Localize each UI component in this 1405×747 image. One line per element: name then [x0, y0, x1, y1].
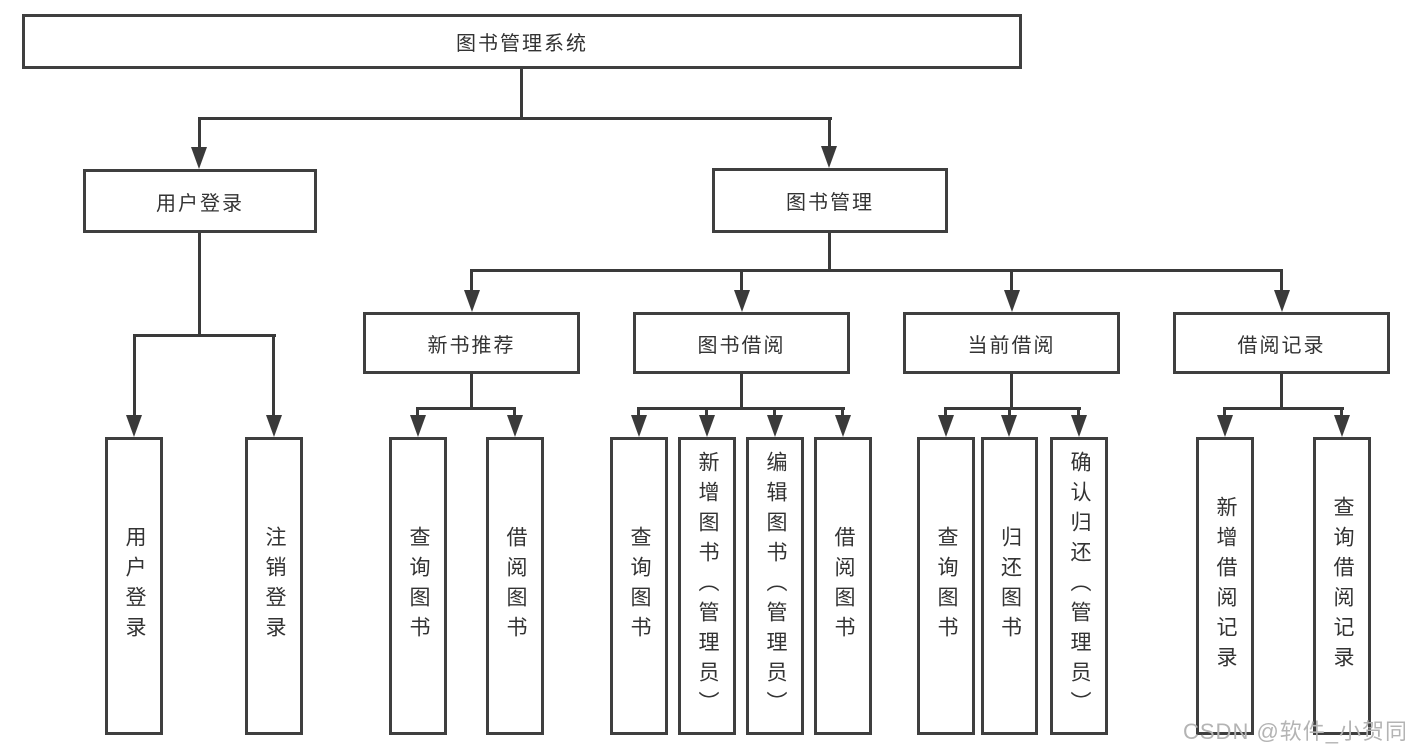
arrow-down-icon — [464, 290, 480, 312]
leaf-nb-borrow-books: 借阅图书 — [486, 437, 544, 735]
arrow-down-icon — [938, 415, 954, 437]
arrow-down-icon — [1217, 415, 1233, 437]
arrow-down-icon — [266, 415, 282, 437]
node-book-borrow: 图书借阅 — [633, 312, 850, 374]
connector-line — [1077, 407, 1080, 417]
connector-line — [637, 407, 845, 410]
connector-line — [198, 117, 832, 120]
leaf-user-login: 用户登录 — [105, 437, 163, 735]
connector-line — [1223, 407, 1226, 417]
leaf-bb-query-books: 查询图书 — [610, 437, 668, 735]
connector-line — [470, 374, 473, 409]
connector-line — [773, 407, 776, 417]
node-user-login: 用户登录 — [83, 169, 317, 233]
csdn-watermark: CSDN @软件_小贺同学 — [1183, 719, 1405, 744]
connector-line — [272, 334, 275, 416]
arrow-down-icon — [1071, 415, 1087, 437]
connector-line — [1223, 407, 1344, 410]
leaf-br-add-record: 新增借阅记录 — [1196, 437, 1254, 735]
leaf-cb-query-books: 查询图书 — [917, 437, 975, 735]
node-book-management: 图书管理 — [712, 168, 948, 233]
node-current-borrow: 当前借阅 — [903, 312, 1120, 374]
leaf-bb-edit-books-admin: 编辑图书（管理员） — [746, 437, 804, 735]
leaf-cb-return-books: 归还图书 — [981, 437, 1038, 735]
connector-line — [1008, 407, 1011, 417]
leaf-br-query-record: 查询借阅记录 — [1313, 437, 1371, 735]
arrow-down-icon — [734, 290, 750, 312]
leaf-logout: 注销登录 — [245, 437, 303, 735]
connector-line — [828, 117, 831, 148]
connector-line — [1010, 374, 1013, 409]
connector-line — [416, 407, 419, 417]
arrow-down-icon — [631, 415, 647, 437]
leaf-bb-add-books-admin: 新增图书（管理员） — [678, 437, 736, 735]
connector-line — [705, 407, 708, 417]
arrow-down-icon — [507, 415, 523, 437]
connector-line — [1010, 269, 1013, 292]
connector-line — [470, 269, 473, 292]
connector-line — [1340, 407, 1343, 417]
connector-line — [1280, 374, 1283, 409]
arrow-down-icon — [1274, 290, 1290, 312]
arrow-down-icon — [767, 415, 783, 437]
connector-line — [520, 69, 523, 119]
leaf-bb-borrow-books: 借阅图书 — [814, 437, 872, 735]
connector-line — [740, 374, 743, 409]
arrow-down-icon — [835, 415, 851, 437]
arrow-down-icon — [1001, 415, 1017, 437]
connector-line — [198, 232, 201, 335]
node-borrow-records: 借阅记录 — [1173, 312, 1390, 374]
connector-line — [828, 233, 831, 272]
node-new-book-recommend: 新书推荐 — [363, 312, 580, 374]
arrow-down-icon — [191, 147, 207, 169]
arrow-down-icon — [126, 415, 142, 437]
connector-line — [944, 407, 1081, 410]
node-root: 图书管理系统 — [22, 14, 1022, 69]
connector-line — [1280, 269, 1283, 292]
leaf-nb-query-books: 查询图书 — [389, 437, 447, 735]
connector-line — [133, 334, 276, 337]
arrow-down-icon — [1334, 415, 1350, 437]
arrow-down-icon — [699, 415, 715, 437]
connector-line — [416, 407, 516, 410]
connector-line — [513, 407, 516, 417]
connector-line — [637, 407, 640, 417]
arrow-down-icon — [410, 415, 426, 437]
connector-line — [944, 407, 947, 417]
connector-line — [841, 407, 844, 417]
connector-line — [740, 269, 743, 292]
arrow-down-icon — [821, 146, 837, 168]
arrow-down-icon — [1004, 290, 1020, 312]
leaf-cb-confirm-return-admin: 确认归还（管理员） — [1050, 437, 1108, 735]
connector-line — [198, 117, 201, 149]
connector-line — [133, 334, 136, 416]
connector-line — [470, 269, 1283, 272]
